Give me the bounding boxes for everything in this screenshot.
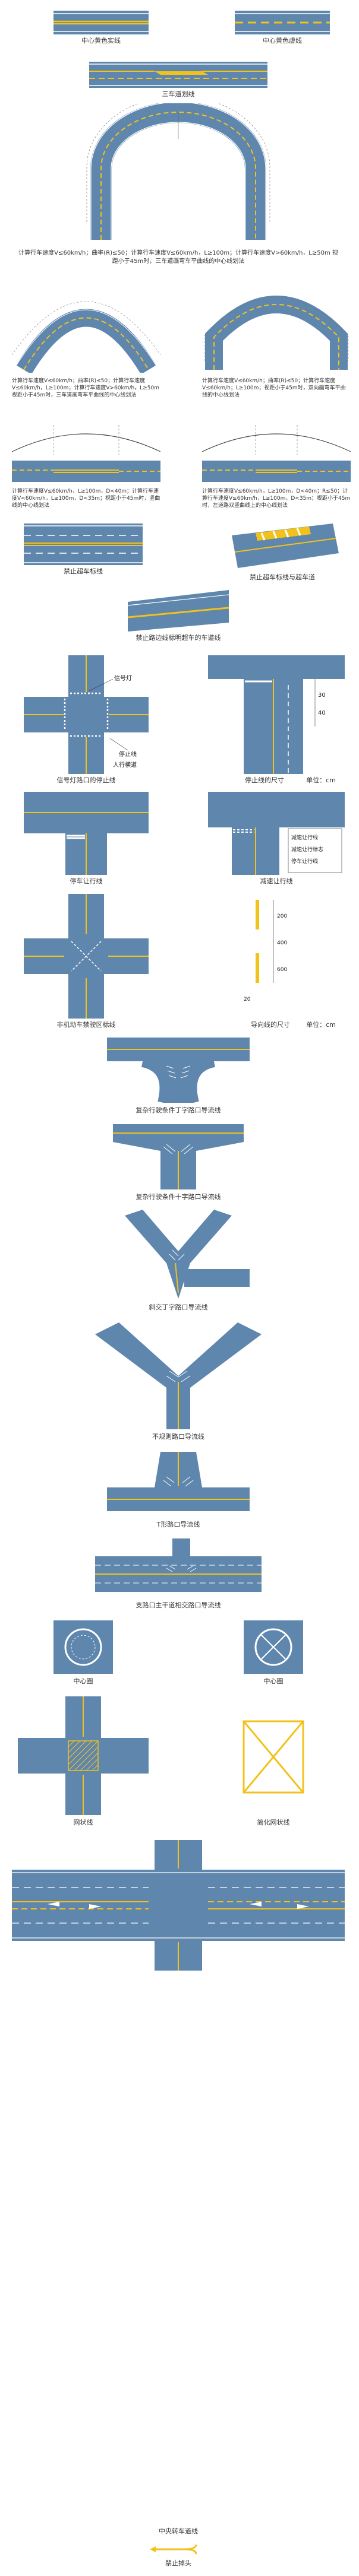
simple-grid-caption: 简化网状线: [257, 1819, 290, 1826]
stop-line-dim-caption: 停止线的尺寸: [245, 776, 284, 784]
complex-cross-figure: [113, 1124, 244, 1189]
solid-center-line-figure: [53, 11, 149, 34]
horizontal-curve-right-figure: [204, 296, 349, 370]
y-junction-caption: 斜交丁字路口导流线: [149, 1303, 208, 1311]
unit-cm-label-1: 单位：cm: [306, 776, 336, 784]
complex-cross-caption: 复杂行驶条件十字路口导流线: [136, 1193, 221, 1201]
grid-line-figure: [18, 1696, 149, 1815]
no-uturn-figure: [150, 2544, 197, 2555]
grid-line-caption: 网状线: [73, 1819, 93, 1826]
dim-20-label: 20: [244, 997, 251, 1003]
dashed-center-line-figure: [235, 11, 330, 34]
slow-give-way-figure: 减速让行线 减速让行标志 停车让行线: [208, 792, 345, 875]
crosswalk-label: 人行横道: [113, 761, 137, 769]
t-junction-caption: T形路口导流线: [156, 1521, 200, 1528]
solid-center-caption: 中心黄色实线: [81, 37, 121, 45]
complex-t-caption: 复杂行驶条件丁字路口导流线: [136, 1106, 221, 1114]
center-turn-lane-caption: 中央转车道线: [159, 2527, 198, 2535]
no-overtake-figure: [24, 524, 143, 565]
slow-give-way-caption: 减速让行线: [260, 877, 293, 885]
stop-line-dim-figure: 30 40: [208, 655, 345, 774]
center-circle-1-figure: [53, 1620, 113, 1674]
curve-large-caption: 计算行车速度V≤60km/h；曲率(R)≤50；计算行车速度V≤60km/h，L…: [18, 250, 338, 265]
vertical-curve-right-caption: 计算行车速度V≤60km/h，L≥100m，D<40m；R≤50；计算行车速度V…: [202, 488, 351, 509]
signal-stop-caption: 信号灯路口的停止线: [56, 776, 116, 784]
no-overtake-right-figure: [232, 524, 339, 568]
no-overtake-right-caption: 禁止超车标线与超车道: [250, 573, 315, 581]
center-turn-lane-figure: [12, 1840, 345, 1971]
center-circle-2-caption: 中心圈: [263, 1677, 284, 1685]
unit-cm-label-2: 单位：cm: [306, 1021, 336, 1029]
dim-400-label: 400: [277, 940, 287, 946]
no-uturn-caption: 禁止掉头: [165, 2559, 191, 2567]
edge-line-caption: 禁止路边线标明超车的车道线: [136, 634, 221, 642]
no-overtake-caption: 禁止超车标线: [64, 567, 103, 575]
vertical-curve-left-figure: [12, 425, 160, 482]
irregular-caption: 不规则路口导流线: [152, 1433, 204, 1441]
signal-light-label: 信号灯: [114, 675, 132, 682]
guide-line-dim-figure: 200 400 600 20: [244, 900, 287, 1003]
stop-give-way-caption: 停车让行线: [70, 877, 103, 885]
guide-line-dim-caption: 导向线的尺寸: [251, 1021, 290, 1029]
irregular-junction-figure: [95, 1322, 262, 1429]
edge-line-figure: [128, 590, 229, 632]
horizontal-curve-large-figure: [86, 103, 270, 240]
dim-40-label: 40: [318, 710, 326, 716]
branch-junction-figure: [95, 1538, 262, 1592]
curve-right-caption: 计算行车速度V≤60km/h；曲率(R)≤50；计算行车速度V≤60km/h；L…: [202, 378, 346, 398]
stop-give-way-line-label: 停车让行线: [291, 858, 318, 865]
dashed-center-caption: 中心黄色虚线: [263, 37, 302, 45]
curve-left-caption: 计算行车速度V≤60km/h；曲率(R)≤50；计算行车速度V≤60km/h，L…: [12, 378, 160, 398]
t-junction-figure: [107, 1452, 250, 1511]
horizontal-curve-left-figure: [12, 301, 160, 373]
slow-give-way-sign-label: 减速让行标志: [291, 846, 323, 853]
branch-junction-caption: 支路口主干道相交路口导流线: [136, 1601, 221, 1609]
three-lane-caption: 三车道划线: [162, 90, 195, 98]
center-circle-2-figure: [244, 1620, 303, 1674]
three-lane-figure: [89, 62, 267, 88]
signal-intersection-figure: 信号灯 停止线 人行横道: [24, 655, 149, 774]
y-junction-figure: [125, 1210, 250, 1299]
simple-grid-figure: [243, 1720, 304, 1794]
complex-t-figure: [107, 1038, 250, 1103]
dim-200-label: 200: [277, 913, 287, 919]
stop-give-way-figure: [24, 792, 149, 875]
vertical-curve-left-caption: 计算行车速度V≤60km/h，L≥100m，D<40m；计算行车速度V<60km…: [12, 488, 160, 509]
center-circle-1-caption: 中心圈: [73, 1677, 93, 1685]
dim-600-label: 600: [277, 967, 287, 973]
nonmotor-zone-caption: 非机动车禁驶区标线: [56, 1021, 116, 1029]
nonmotor-zone-figure: [24, 894, 149, 1019]
slow-give-way-line-label: 减速让行线: [291, 834, 318, 841]
dim-30-label: 30: [318, 692, 326, 699]
vertical-curve-right-figure: [202, 425, 351, 482]
stop-line-label: 停止线: [119, 750, 137, 758]
